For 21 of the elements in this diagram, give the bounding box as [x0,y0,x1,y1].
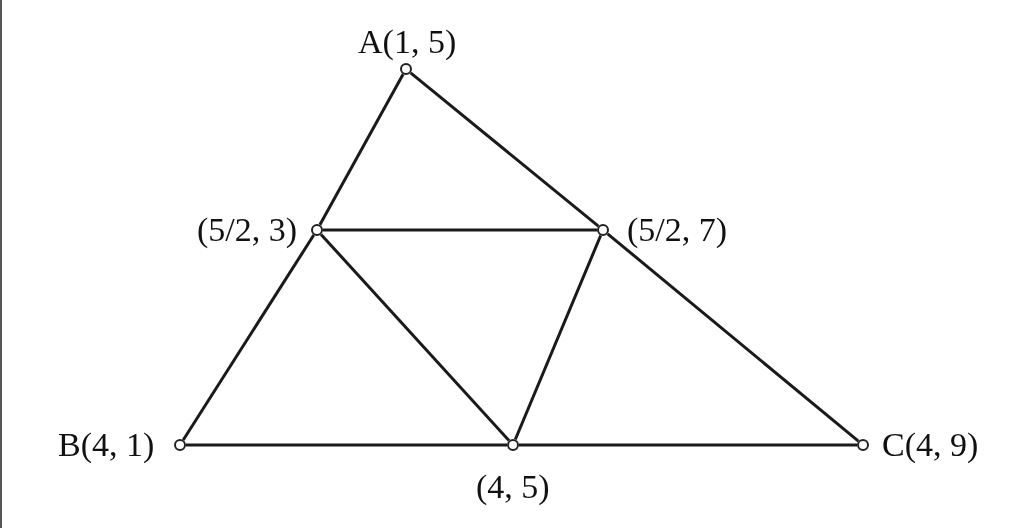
line-segment [513,234,603,441]
line-segment [186,443,507,447]
line-segment [181,234,316,441]
point-label: A(1, 5) [358,25,457,59]
line-segment [519,443,857,447]
point-marker [400,63,412,75]
line-segment [319,233,511,442]
point-label: C(4, 9) [882,428,979,462]
point-label: (5/2, 3) [197,213,298,247]
line-segment [606,232,860,443]
point-marker [174,439,186,451]
line-segment [323,228,597,232]
point-label: (5/2, 7) [627,213,728,247]
point-label: (4, 5) [476,470,550,504]
point-marker [597,224,609,236]
line-segment [318,73,405,226]
point-marker [857,439,869,451]
point-label: B(4, 1) [58,428,155,462]
point-marker [507,439,519,451]
point-marker [311,224,323,236]
line-segment [409,71,600,228]
